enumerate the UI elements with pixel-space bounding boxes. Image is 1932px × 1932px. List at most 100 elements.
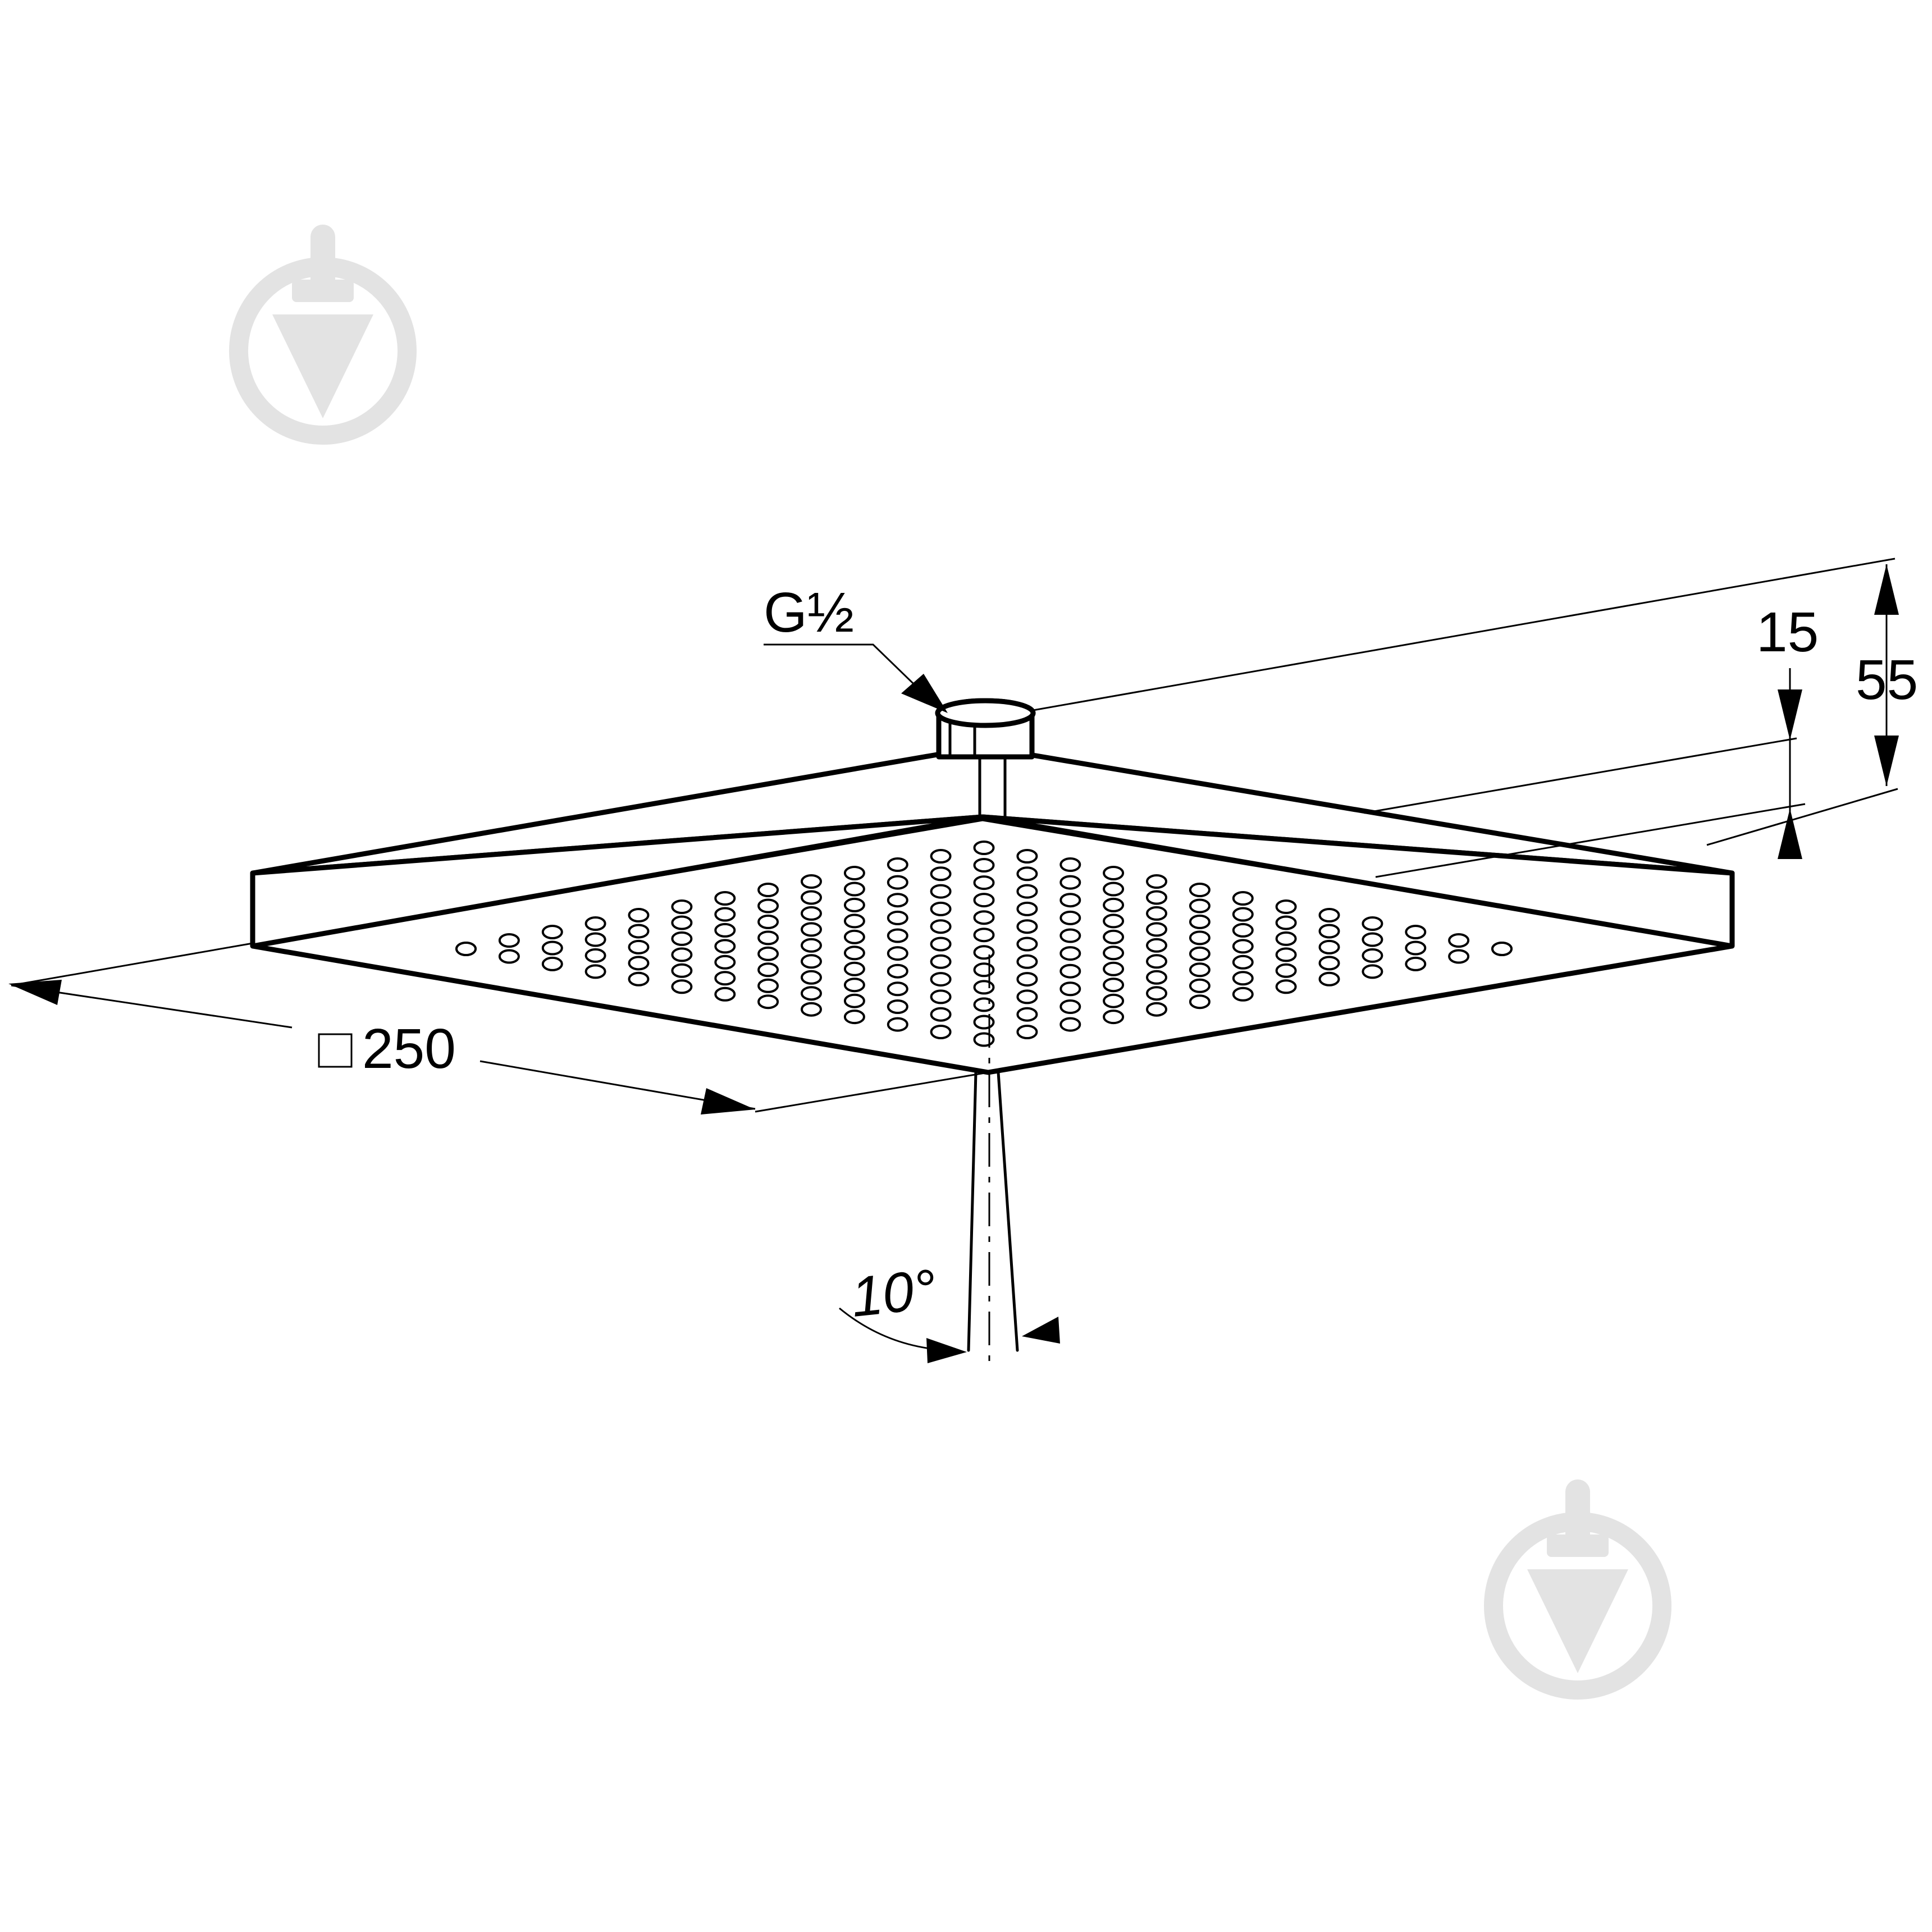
total-height-label: 55 bbox=[1856, 648, 1918, 711]
nozzle bbox=[843, 993, 865, 1008]
nozzle bbox=[843, 914, 865, 929]
nozzle bbox=[1146, 954, 1167, 969]
nozzle bbox=[930, 954, 952, 969]
nozzle bbox=[1189, 994, 1211, 1010]
nozzle bbox=[843, 881, 865, 897]
nozzle bbox=[498, 949, 520, 964]
plate-inner-edge-left bbox=[262, 818, 984, 945]
nozzle bbox=[973, 928, 995, 943]
nozzle bbox=[843, 961, 865, 976]
nozzle bbox=[930, 972, 952, 987]
nozzle bbox=[1189, 898, 1211, 914]
nozzle bbox=[1059, 1017, 1081, 1032]
nozzle bbox=[1232, 986, 1254, 1002]
spray-angle-label: 10° bbox=[848, 1258, 939, 1329]
nozzle bbox=[1059, 910, 1081, 925]
nozzle bbox=[1059, 981, 1081, 997]
nozzle bbox=[541, 940, 563, 956]
nozzle bbox=[671, 947, 693, 962]
nozzle bbox=[628, 908, 650, 922]
nozzle bbox=[973, 893, 995, 908]
nozzle bbox=[757, 914, 779, 929]
nozzle bbox=[1318, 924, 1340, 939]
nozzle bbox=[843, 929, 865, 944]
nozzle bbox=[930, 1025, 952, 1039]
nozzle bbox=[1059, 963, 1081, 979]
plate-front-outline bbox=[252, 943, 1733, 1075]
nozzle bbox=[1189, 946, 1211, 961]
nozzle bbox=[628, 956, 650, 971]
nozzle bbox=[1103, 914, 1125, 929]
nozzle bbox=[1189, 930, 1211, 946]
nozzle bbox=[757, 898, 779, 914]
nozzle bbox=[843, 978, 865, 993]
nozzle bbox=[1016, 1007, 1038, 1022]
nozzle bbox=[1146, 922, 1167, 937]
nozzle bbox=[1232, 907, 1254, 922]
nozzle bbox=[1059, 928, 1081, 943]
nozzle bbox=[1103, 946, 1125, 961]
nozzle bbox=[930, 937, 952, 952]
nozzle bbox=[1405, 940, 1427, 956]
nozzle bbox=[1016, 849, 1038, 864]
nozzle bbox=[973, 858, 995, 873]
nozzle bbox=[1016, 937, 1038, 952]
nozzle bbox=[584, 916, 606, 931]
nozzle bbox=[973, 997, 995, 1012]
nozzle bbox=[973, 875, 995, 890]
nozzle bbox=[757, 994, 779, 1010]
nozzle bbox=[801, 922, 822, 937]
nozzle bbox=[1318, 956, 1340, 971]
nozzle bbox=[1232, 939, 1254, 954]
nozzle bbox=[801, 954, 822, 969]
nozzle bbox=[801, 890, 822, 905]
nozzle bbox=[1146, 970, 1167, 985]
nozzle bbox=[1275, 963, 1297, 978]
nozzle bbox=[930, 884, 952, 899]
nozzle bbox=[973, 1015, 995, 1030]
nozzle bbox=[1318, 939, 1340, 954]
nozzle bbox=[1103, 881, 1125, 897]
nozzle bbox=[973, 962, 995, 978]
nozzle bbox=[930, 989, 952, 1004]
nozzle bbox=[714, 922, 736, 938]
nozzle bbox=[887, 946, 908, 961]
nozzle bbox=[887, 857, 908, 872]
nozzle bbox=[1059, 857, 1081, 872]
nozzle bbox=[714, 939, 736, 954]
nozzle bbox=[1016, 901, 1038, 916]
nozzle bbox=[1362, 932, 1383, 947]
plate-top-back-left bbox=[251, 745, 984, 875]
nozzle bbox=[1016, 972, 1038, 987]
nozzle bbox=[584, 948, 606, 963]
nozzle bbox=[1016, 989, 1038, 1004]
nozzle bbox=[1146, 938, 1167, 953]
nozzle bbox=[671, 915, 693, 930]
nozzle bbox=[843, 1010, 865, 1025]
nozzle bbox=[1189, 914, 1211, 929]
nozzle bbox=[843, 866, 865, 880]
nozzle bbox=[1189, 978, 1211, 993]
nozzle bbox=[757, 930, 779, 946]
nozzle bbox=[887, 910, 908, 925]
nozzle bbox=[1103, 961, 1125, 976]
width-label: 250 bbox=[362, 1017, 456, 1080]
nozzle bbox=[757, 946, 779, 961]
nozzle bbox=[1232, 954, 1254, 970]
nozzle bbox=[1275, 979, 1297, 994]
nozzle bbox=[1103, 897, 1125, 912]
nozzle bbox=[714, 891, 736, 906]
nozzle bbox=[1016, 884, 1038, 899]
nozzle bbox=[1103, 866, 1125, 880]
nozzle bbox=[498, 933, 520, 948]
nozzle bbox=[1103, 1010, 1125, 1025]
nozzle bbox=[843, 897, 865, 912]
nozzle bbox=[541, 925, 563, 939]
nozzle bbox=[1016, 919, 1038, 934]
nozzle bbox=[714, 954, 736, 970]
nozzle bbox=[1059, 875, 1081, 890]
nozzle bbox=[1232, 891, 1254, 906]
nozzle bbox=[801, 970, 822, 985]
nozzle bbox=[1232, 922, 1254, 938]
watermark-logo-bottom-right bbox=[1484, 1479, 1671, 1700]
